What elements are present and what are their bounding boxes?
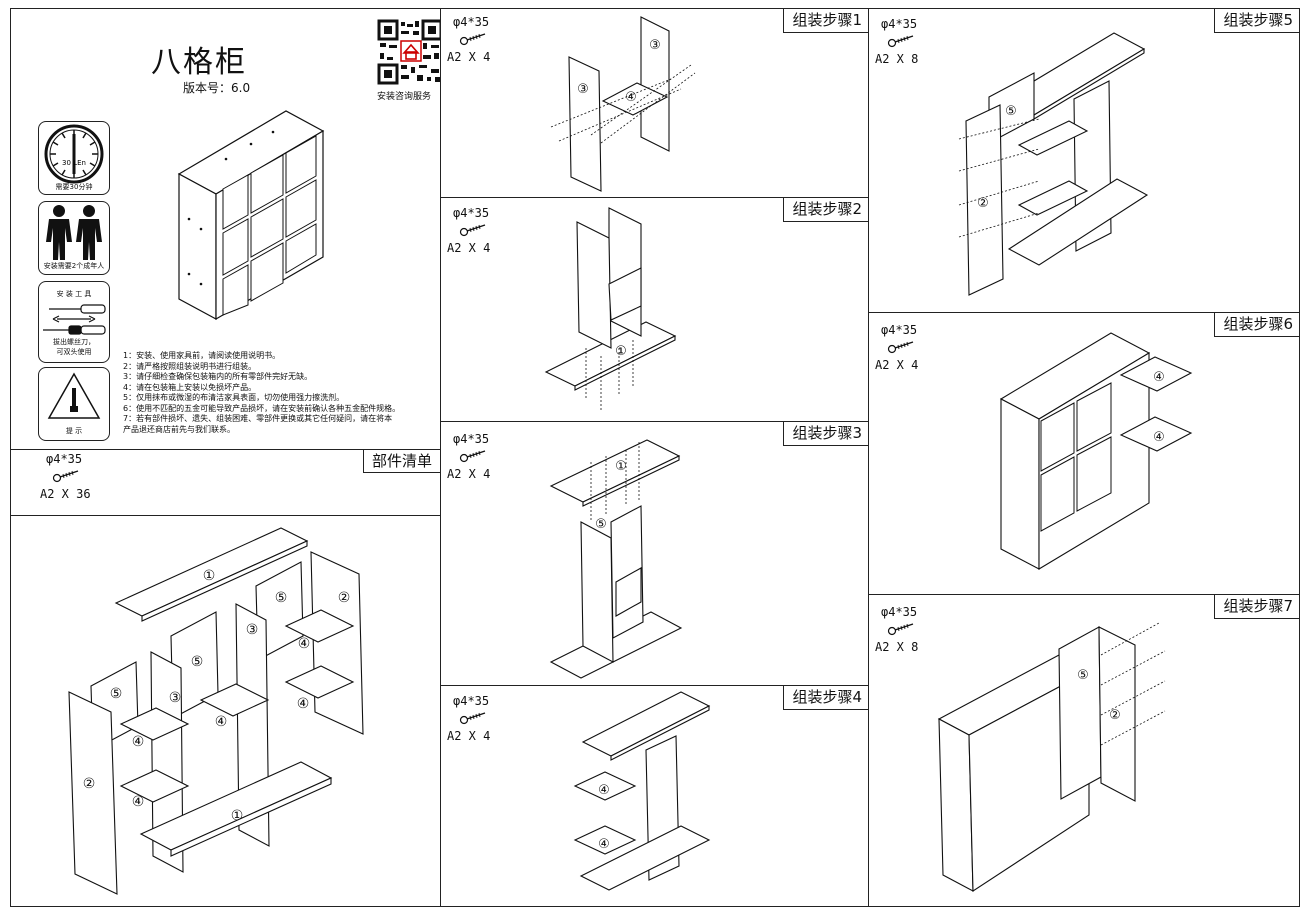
parts-list-title: 部件清单 (362, 450, 440, 473)
svg-text:①: ① (615, 459, 627, 474)
instruction-item: 1：安装、使用家具前，请阅读使用说明书。 (123, 351, 281, 360)
assembled-cabinet-drawing (177, 110, 325, 321)
instruction-item: 5：仅用抹布或微湿的布清洁家具表面，切勿使用强力擦洗剂。 (123, 393, 345, 402)
instruction-item: 4：请在包装箱上安装以免损坏产品。 (123, 382, 257, 392)
step-3-label: 组装步骤3 (783, 422, 868, 446)
step-4-label: 组装步骤4 (783, 686, 868, 710)
svg-text:④: ④ (625, 90, 637, 105)
step-2-screw: φ4*35 A2 X 4 (447, 206, 491, 255)
instruction-item: 6：使用不匹配的五金可能导致产品损坏，请在安装前确认各种五金配件规格。 (123, 403, 401, 413)
step-7-screw: φ4*35 A2 X 8 (875, 605, 919, 654)
instruction-item: 产品退还商店前先与我们联系。 (123, 424, 235, 434)
instruction-list: 1：安装、使用家具前，请阅读使用说明书。 2：请严格按照组装说明书进行组装。 3… (123, 351, 440, 435)
svg-text:④: ④ (215, 714, 228, 730)
step-3-screw: φ4*35 A2 X 4 (447, 432, 491, 481)
svg-text:④: ④ (598, 783, 610, 798)
svg-text:①: ① (203, 568, 216, 584)
qr-code-icon[interactable] (377, 19, 440, 89)
step-1-panel: 组装步骤1 φ4*35 A2 X 4 ③ ③ ④ (440, 8, 869, 198)
qr-caption: 安装咨询服务 (377, 92, 432, 102)
tools-note-1: 拔出螺丝刀， (53, 338, 95, 346)
svg-text:②: ② (338, 590, 351, 606)
step-5-label: 组装步骤5 (1214, 9, 1299, 33)
step-4-screw: φ4*35 A2 X 4 (447, 694, 491, 743)
screw-icon (52, 470, 79, 483)
parts-screw-spec: φ4*35 A2 X 36 (40, 452, 91, 501)
svg-text:③: ③ (169, 690, 182, 706)
step-5-drawing: ⑤ ② (958, 32, 1149, 296)
svg-text:④: ④ (1153, 430, 1165, 445)
svg-text:②: ② (1109, 708, 1121, 723)
step-5-screw: φ4*35 A2 X 8 (875, 17, 919, 66)
step-6-panel: 组装步骤6 φ4*35 A2 X 4 ④ ④ (868, 312, 1300, 595)
cover-panel: 八格柜 版本号：6.0 (10, 8, 441, 450)
svg-text:④: ④ (598, 837, 610, 852)
instruction-item: 7：若有部件损坏、遗失、组装困难、零部件更换或其它任何疑问，请在将本 (123, 414, 393, 423)
step-4-drawing: ④ ④ (573, 691, 711, 891)
step-3-drawing: ① ⑤ (549, 439, 683, 679)
step-6-drawing: ④ ④ (999, 332, 1193, 570)
step-1-label: 组装步骤1 (783, 9, 868, 33)
step-6-screw: φ4*35 A2 X 4 (875, 323, 919, 372)
people-label: 安装需要2个成年人 (43, 262, 105, 270)
version-number: 版本号：6.0 (183, 81, 251, 95)
step-7-label: 组装步骤7 (1214, 595, 1299, 619)
svg-text:④: ④ (297, 696, 310, 712)
parts-hardware-panel: 部件清单 φ4*35 A2 X 36 (10, 449, 441, 516)
svg-text:④: ④ (132, 734, 145, 750)
people-requirement-box: 安装需要2个成年人 (38, 201, 110, 275)
step-1-drawing: ③ ③ ④ (550, 16, 696, 192)
svg-text:②: ② (83, 776, 96, 792)
step-7-panel: 组装步骤7 φ4*35 A2 X 8 ⑤ ② (868, 594, 1300, 907)
svg-text:④: ④ (1153, 370, 1165, 385)
step-6-label: 组装步骤6 (1214, 313, 1299, 337)
svg-text:30 LEn: 30 LEn (62, 159, 86, 167)
time-label: 需要30分钟 (55, 183, 93, 191)
svg-text:③: ③ (246, 622, 259, 638)
parts-exploded-panel: ① ② ⑤ ⑤ ⑤ ③ ③ ④ ④ ④ ④ ④ ② ① (10, 515, 441, 907)
svg-text:③: ③ (649, 38, 661, 53)
tools-title: 安 装 工 具 (56, 290, 92, 298)
svg-text:①: ① (615, 344, 627, 359)
svg-text:②: ② (977, 196, 989, 211)
svg-text:④: ④ (132, 794, 145, 810)
step-7-drawing: ⑤ ② (937, 622, 1166, 893)
step-3-panel: 组装步骤3 φ4*35 A2 X 4 ① ⑤ (440, 421, 869, 686)
time-requirement-box: 30 LEn 需要30分钟 (38, 121, 110, 195)
screwdriver-icon (43, 304, 106, 335)
tools-box: 安 装 工 具 拔出螺丝刀， 可双头使用 (38, 281, 110, 363)
step-5-panel: 组装步骤5 φ4*35 A2 X 8 ⑤ ② (868, 8, 1300, 313)
svg-text:⑤: ⑤ (275, 590, 288, 606)
svg-text:⑤: ⑤ (595, 517, 607, 532)
tip-label: 提 示 (65, 427, 83, 435)
svg-text:④: ④ (298, 636, 311, 652)
svg-text:①: ① (231, 808, 244, 824)
step-2-label: 组装步骤2 (783, 198, 868, 222)
instruction-item: 3：请仔细检查确保包装箱内的所有零部件完好无缺。 (123, 372, 313, 381)
svg-text:⑤: ⑤ (110, 686, 123, 702)
step-4-panel: 组装步骤4 φ4*35 A2 X 4 ④ ④ (440, 685, 869, 907)
parts-screw-qty: A2 X 36 (40, 487, 91, 501)
svg-text:⑤: ⑤ (1077, 668, 1089, 683)
svg-text:⑤: ⑤ (1005, 104, 1017, 119)
svg-text:③: ③ (577, 82, 589, 97)
tip-box: 提 示 (38, 367, 110, 441)
two-adults-icon (46, 205, 102, 260)
step-1-screw: φ4*35 A2 X 4 (447, 15, 491, 64)
clock-icon: 30 LEn (44, 124, 104, 184)
step-2-panel: 组装步骤2 φ4*35 A2 X 4 ① (440, 197, 869, 422)
exploded-parts-drawing: ① ② ⑤ ⑤ ⑤ ③ ③ ④ ④ ④ ④ ④ ② ① (68, 527, 364, 895)
product-title: 八格柜 (151, 45, 247, 80)
warning-icon (47, 372, 101, 419)
svg-text:⑤: ⑤ (191, 654, 204, 670)
step-2-drawing: ① (544, 207, 677, 410)
tools-note-2: 可双头使用 (56, 348, 92, 356)
instruction-item: 2：请严格按照组装说明书进行组装。 (123, 361, 257, 371)
